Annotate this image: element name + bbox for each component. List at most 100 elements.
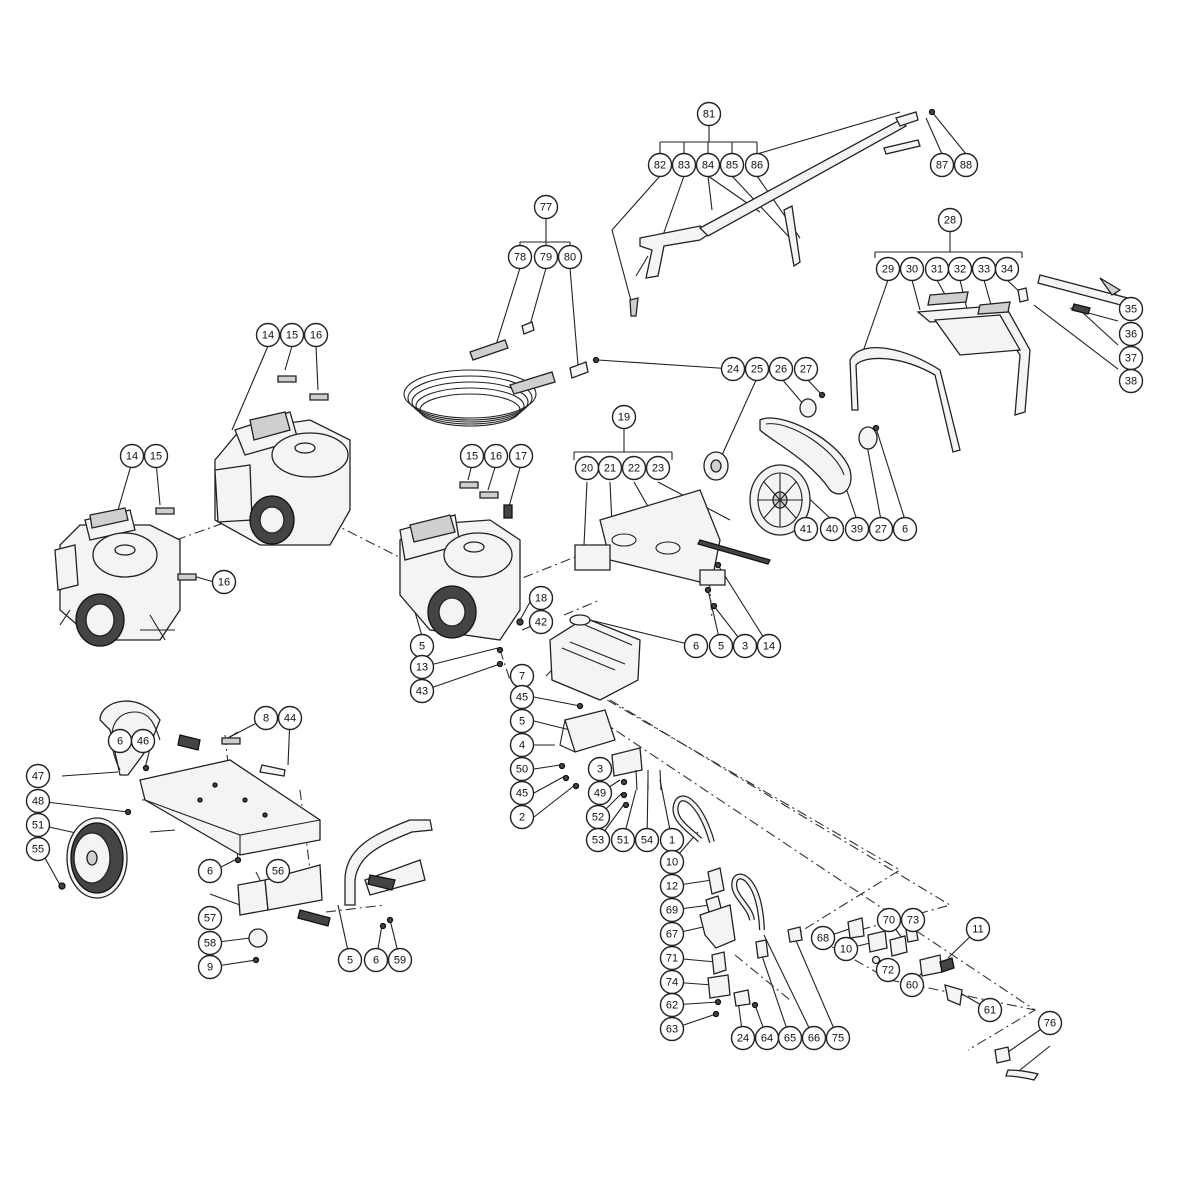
callout-circle [197,930,223,956]
callout-circle [509,780,535,806]
callout-40: 40 [819,516,845,542]
callout-circle [363,947,389,973]
pump-plumbing [672,795,1040,1081]
callout-57: 57 [197,905,223,931]
callout-9: 9 [197,954,223,980]
callout-circle [279,322,305,348]
callout-number: 6 [902,524,908,536]
callout-circle [793,356,819,382]
callout-number: 49 [594,788,606,800]
callout-23: 23 [645,455,671,481]
callout-6: 6 [683,633,709,659]
callout-number: 30 [906,264,918,276]
callout-circle [683,633,709,659]
belt-guard-assembly [849,274,1136,453]
callout-circle [409,678,435,704]
callout-68: 68 [810,925,836,951]
callout-number: 33 [978,264,990,276]
callout-circle [899,972,925,998]
callout-circle [143,443,169,469]
callout-number: 70 [883,915,895,927]
leader-lines [37,111,1119,1071]
callout-circle [585,827,611,853]
callout-79: 79 [533,244,559,270]
callout-number: 86 [751,160,763,172]
callout-54: 54 [634,827,660,853]
callout-circle [659,873,685,899]
callout-number: 31 [931,264,943,276]
callout-number: 77 [540,202,552,214]
callout-circle [875,957,901,983]
callout-number: 8 [263,713,269,725]
callout-number: 24 [727,364,739,376]
callout-number: 79 [540,252,552,264]
callout-number: 22 [628,463,640,475]
callout-circle [994,256,1020,282]
callout-6: 6 [197,858,223,884]
callout-number: 13 [416,662,428,674]
callout-39: 39 [844,516,870,542]
callout-3: 3 [587,756,613,782]
callout-52: 52 [585,804,611,830]
callout-circle [875,256,901,282]
callout-17: 17 [508,443,534,469]
callout-number: 54 [641,835,653,847]
callout-circle [777,1025,803,1051]
callout-34: 34 [994,256,1020,282]
callout-69: 69 [659,897,685,923]
callout-number: 36 [1125,329,1137,341]
callout-number: 32 [954,264,966,276]
callout-61: 61 [977,997,1003,1023]
callout-number: 12 [666,881,678,893]
callout-45: 45 [509,780,535,806]
callout-circle [557,244,583,270]
callout-64: 64 [754,1025,780,1051]
callout-number: 19 [618,412,630,424]
callout-number: 51 [32,820,44,832]
callout-circle [587,780,613,806]
callout-circle [947,256,973,282]
callout-circle [25,812,51,838]
callout-58: 58 [197,930,223,956]
callout-circle [277,705,303,731]
callout-circle [793,516,819,542]
callout-number: 41 [800,524,812,536]
callout-number: 29 [882,264,894,276]
callout-circle [720,356,746,382]
callout-circle [509,684,535,710]
callout-86: 86 [744,152,770,178]
callout-circle [756,633,782,659]
callout-number: 14 [126,451,138,463]
callout-14: 14 [255,322,281,348]
callout-6: 6 [107,728,133,754]
callout-circle [610,827,636,853]
callout-circle [892,516,918,542]
callout-number: 9 [207,962,213,974]
callout-67: 67 [659,921,685,947]
callout-circle [211,569,237,595]
callout-circle [611,404,637,430]
callout-circle [1118,368,1144,394]
callout-number: 5 [718,641,724,653]
belt-and-pulleys [592,108,936,536]
callout-circle [659,992,685,1018]
callout-16: 16 [483,443,509,469]
callout-number: 56 [272,866,284,878]
callout-81: 81 [696,101,722,127]
callout-number: 45 [516,788,528,800]
callout-24: 24 [730,1025,756,1051]
callout-87: 87 [929,152,955,178]
callout-number: 65 [784,1033,796,1045]
callout-74: 74 [659,969,685,995]
high-pressure-hose-assembly [403,321,589,427]
callout-70: 70 [876,907,902,933]
callout-circle [1118,321,1144,347]
callout-26: 26 [768,356,794,382]
callout-number: 21 [604,463,616,475]
callout-circle [25,763,51,789]
callout-circle [844,516,870,542]
callout-32: 32 [947,256,973,282]
callout-circle [647,152,673,178]
